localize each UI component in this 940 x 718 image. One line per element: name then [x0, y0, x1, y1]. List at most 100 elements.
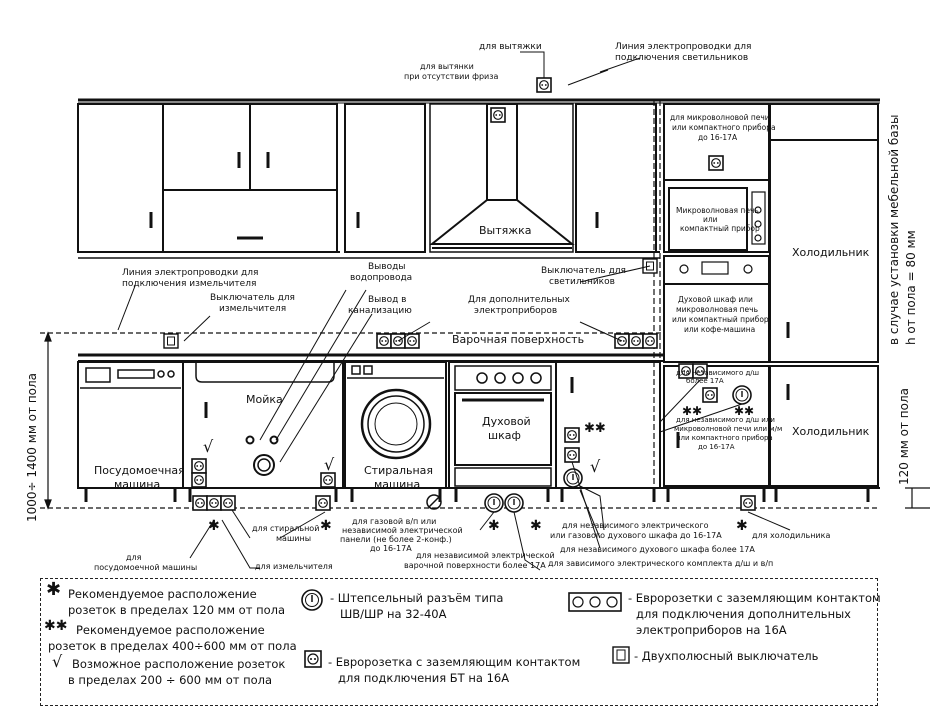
svg-text:✱✱: ✱✱ [584, 421, 606, 436]
drawing-marks: √ √ √ ✱ ✱ ✱ ✱ ✱ ✱✱ ✱✱ ✱✱ [203, 404, 754, 534]
dishwasher [80, 367, 181, 389]
svg-text:или: или [703, 215, 718, 224]
sink-cabinet [195, 362, 335, 476]
svg-text:до 16-17А: до 16-17А [698, 133, 738, 142]
svg-text:микроволновая печь: микроволновая печь [676, 305, 758, 314]
svg-text:для зависимого электрического: для зависимого электрического комплекта … [548, 559, 773, 568]
leader-lines [117, 51, 791, 571]
svg-text:Линия электропроводки для: Линия электропроводки для [615, 42, 751, 52]
svg-text:Линия электропроводки для: Линия электропроводки для [122, 268, 258, 278]
svg-text:для газовой в/п или: для газовой в/п или [352, 517, 436, 526]
svg-text:✱: ✱ [736, 518, 748, 534]
diagram-labels: для вытяжки для вытянки при отсутствии ф… [25, 42, 918, 572]
svg-text:Выключатель для: Выключатель для [541, 266, 626, 276]
svg-text:✱: ✱ [320, 518, 332, 534]
svg-text:или компактный прибор: или компактный прибор [672, 315, 769, 324]
legend-plug-line1: - Штепсельный разъём типа [330, 591, 504, 605]
legend-box [40, 578, 878, 706]
lower-cabinets [77, 361, 880, 489]
svg-text:до 16-17А: до 16-17А [370, 544, 412, 553]
svg-text:✱✱: ✱✱ [682, 404, 702, 418]
legend-triple-line1: - Евророзетки с заземляющим контактом [628, 591, 881, 605]
svg-text:для независимого д/ш: для независимого д/ш [676, 369, 759, 377]
svg-text:для независимого электрическог: для независимого электрического [562, 521, 709, 530]
svg-text:Вывод в: Вывод в [368, 295, 406, 305]
legend-star1-line1: Рекомендуемое расположение [68, 587, 257, 601]
legend-check-symbol: √ [52, 652, 63, 671]
svg-text:подключения светильников: подключения светильников [615, 53, 748, 63]
legend-euro-line2: для подключения БТ на 16А [338, 671, 510, 685]
svg-text:✱: ✱ [208, 518, 220, 534]
svg-text:электроприборов: электроприборов [474, 306, 557, 316]
svg-text:для независимой электрической: для независимой электрической [416, 551, 555, 560]
svg-text:при отсутствии фриза: при отсутствии фриза [404, 72, 498, 81]
svg-text:до 16-17А: до 16-17А [698, 443, 735, 451]
legend-switch: - Двухполюсный выключатель [634, 649, 819, 663]
svg-text:для стиральной: для стиральной [252, 524, 319, 533]
washing-machine [347, 365, 444, 460]
svg-text:или газового духового шкафа до: или газового духового шкафа до 16-17А [550, 531, 722, 540]
no-outlet-mark [426, 494, 442, 510]
svg-text:для независимого духового шкаф: для независимого духового шкафа более 17… [560, 545, 755, 554]
label-cooktop: Варочная поверхность [452, 333, 584, 346]
dimension-lines [40, 331, 930, 510]
legend-plug-line2: ШВ/ШР на 32-40А [340, 607, 447, 621]
svg-text:подключения измельчителя: подключения измельчителя [122, 279, 256, 289]
svg-text:√: √ [324, 455, 335, 474]
svg-text:для независимого д/ш или: для независимого д/ш или [676, 416, 775, 424]
switch-icon [612, 646, 630, 664]
legend-star-symbol: ✱ [46, 579, 62, 600]
svg-text:канализацию: канализацию [348, 306, 412, 316]
svg-text:или компактного прибора: или компактного прибора [672, 123, 776, 132]
svg-text:Духовой шкаф или: Духовой шкаф или [678, 295, 753, 304]
svg-text:h от пола = 80 мм: h от пола = 80 мм [904, 230, 918, 345]
svg-text:шкаф: шкаф [488, 429, 521, 442]
svg-text:водопровода: водопровода [350, 273, 412, 283]
svg-text:или компактного прибора: или компактного прибора [676, 434, 773, 442]
svg-text:Холодильник: Холодильник [792, 425, 870, 438]
legend-double-star-symbol: ✱✱ [44, 618, 68, 634]
svg-text:Посудомоечная: Посудомоечная [94, 464, 185, 477]
svg-text:более 17А: более 17А [686, 377, 724, 385]
svg-text:Для дополнительных: Для дополнительных [468, 295, 570, 305]
svg-text:✱: ✱ [530, 518, 542, 534]
cabinet-handles [149, 150, 599, 240]
svg-text:✱: ✱ [488, 518, 500, 534]
svg-text:Духовой: Духовой [482, 415, 531, 428]
svg-text:варочной поверхности более 17А: варочной поверхности более 17А [404, 561, 546, 570]
legend-star1-line2: розеток в пределах 120 мм от пола [68, 603, 286, 617]
tall-cabinets [653, 100, 879, 487]
svg-text:посудомоечной машины: посудомоечной машины [94, 563, 197, 572]
microwave-controls [679, 191, 766, 275]
svg-text:Выключатель для: Выключатель для [210, 293, 295, 303]
svg-text:√: √ [590, 457, 601, 476]
legend-check-line2: в пределах 200 ÷ 600 мм от пола [68, 673, 273, 687]
base-legs [84, 488, 870, 502]
plug-icon [301, 589, 323, 611]
svg-text:или кофе-машина: или кофе-машина [684, 325, 755, 334]
svg-text:машины: машины [276, 534, 311, 543]
hood [429, 103, 575, 253]
svg-text:Выводы: Выводы [368, 262, 405, 272]
legend-star2-line1: Рекомендуемое расположение [76, 623, 265, 637]
svg-text:Мойка: Мойка [246, 393, 283, 406]
svg-text:1000÷ 1400 мм от пола: 1000÷ 1400 мм от пола [25, 373, 39, 522]
svg-text:для измельчителя: для измельчителя [255, 562, 333, 571]
legend-triple-line3: электроприборов на 16А [636, 623, 787, 637]
svg-text:измельчителя: измельчителя [219, 304, 286, 314]
svg-text:для: для [126, 553, 142, 562]
svg-text:компактный прибор: компактный прибор [680, 224, 760, 233]
svg-text:в случае установки мебельной б: в случае установки мебельной базы [887, 115, 901, 345]
svg-text:для микроволновой печи: для микроволновой печи [670, 113, 770, 122]
label-hood-outlet: для вытяжки [479, 42, 542, 52]
legend-star2-line2: розеток в пределах 400÷600 мм от пола [48, 639, 297, 653]
svg-text:независимой электрической: независимой электрической [342, 526, 463, 535]
oven [454, 365, 552, 487]
svg-text:√: √ [203, 437, 214, 456]
svg-text:для вытянки: для вытянки [420, 62, 474, 71]
svg-text:Стиральная: Стиральная [364, 464, 433, 477]
svg-text:микроволновой печи или м/м: микроволновой печи или м/м [674, 425, 782, 433]
svg-text:Холодильник: Холодильник [792, 246, 870, 259]
legend-euro-line1: - Евророзетка с заземляющим контактом [328, 655, 581, 669]
